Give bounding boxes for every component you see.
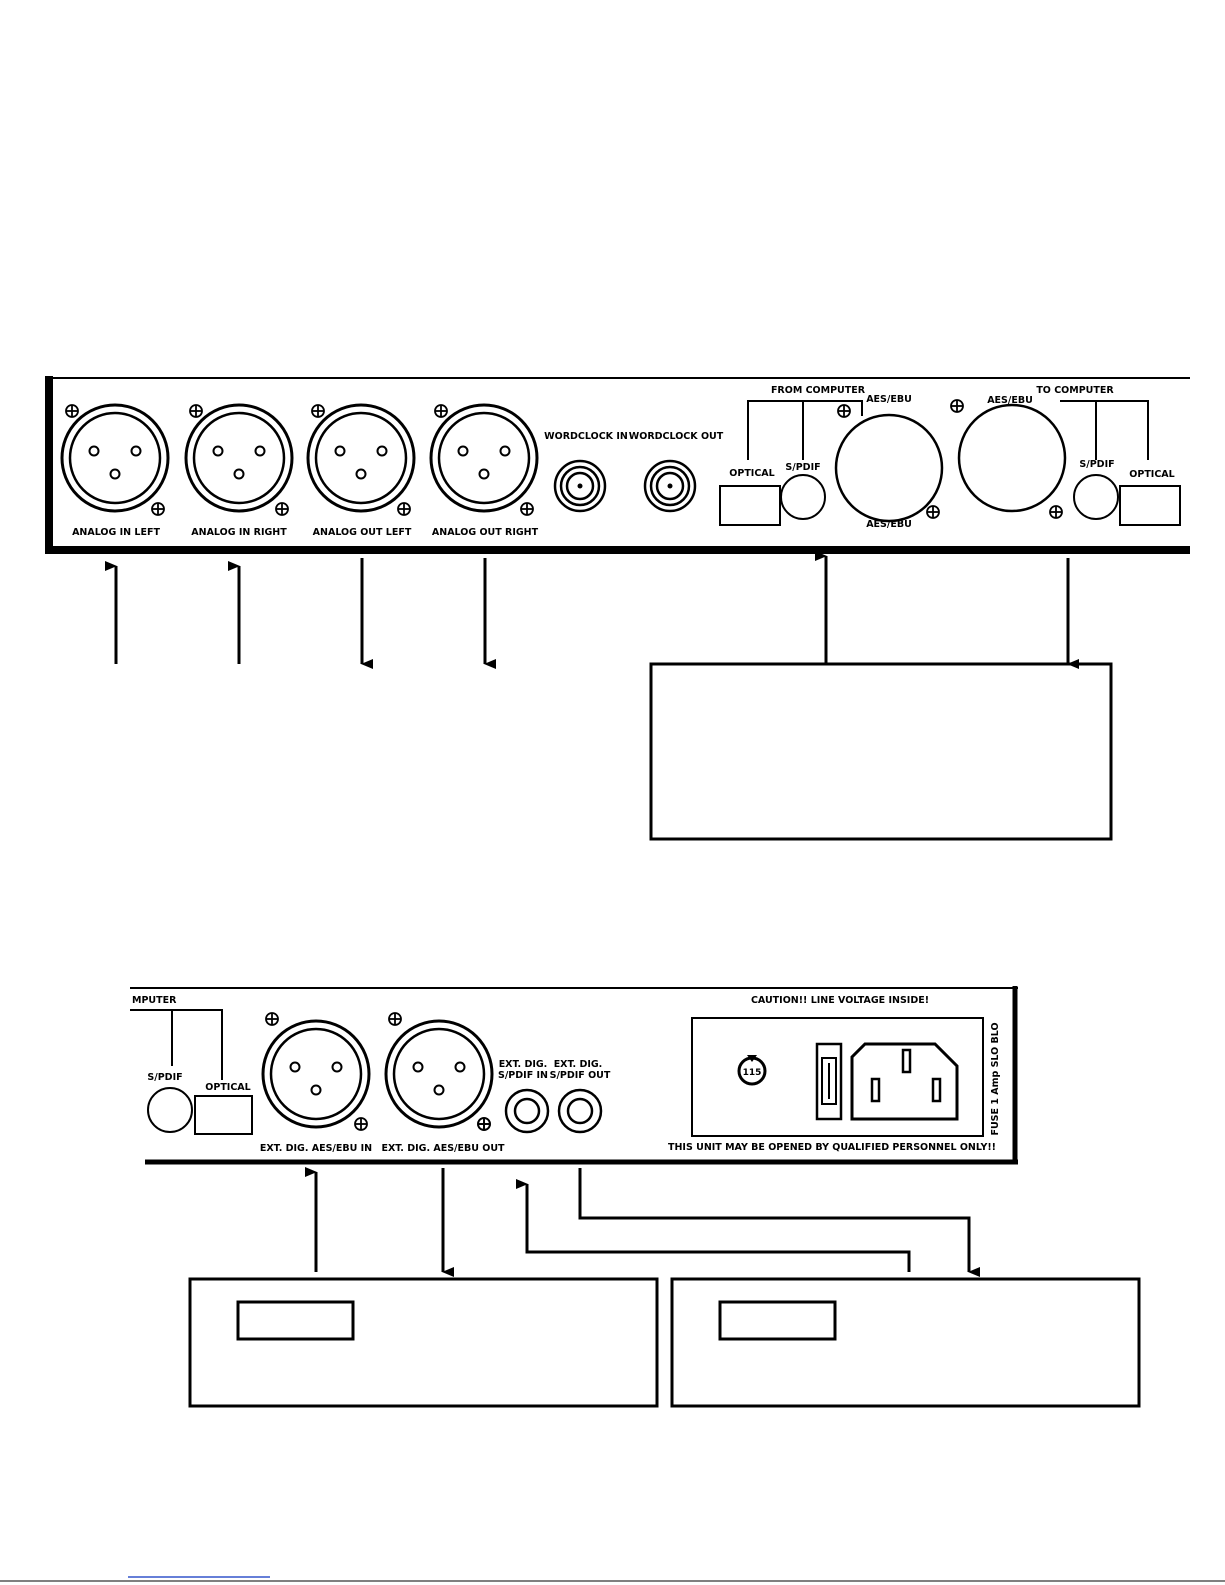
wordclock-in-connector: WORDCLOCK IN [544,431,628,513]
upper-signal-arrows [105,551,1079,669]
external-aes-device-display [236,1300,355,1341]
qualified-personnel-notice: THIS UNIT MAY BE OPENED BY QUALIFIED PER… [668,1142,996,1153]
fuse-holder-icon [815,1042,843,1121]
svg-text:115: 115 [743,1068,762,1078]
lower-spdif-label: S/PDIF [147,1072,182,1083]
external-spdif-device-display [718,1300,837,1341]
ext-aes-out-label: EXT. DIG. AES/EBU OUT [381,1143,505,1154]
from-aes-top-label: AES/EBU [866,394,912,405]
voltage-selector-icon: 115 [737,1055,767,1086]
ext-spdif-out-label-1: EXT. DIG. [554,1059,603,1070]
from-spdif-label: S/PDIF [785,462,820,473]
analog-in-left-label: ANALOG IN LEFT [72,527,160,538]
fuse-rating-label: FUSE 1 Amp SLO BLO [990,1022,1001,1135]
to-spdif-port [1073,474,1119,520]
power-section: CAUTION!! LINE VOLTAGE INSIDE! 115 FUSE … [668,995,1001,1153]
ext-aes-out-connector: EXT. DIG. AES/EBU OUT [381,1012,505,1154]
power-inlet-icon [850,1042,959,1121]
from-aes-port [834,413,944,523]
external-spdif-device [670,1277,1141,1408]
lower-optical-label: OPTICAL [205,1082,250,1093]
computer-box [649,662,1113,841]
to-spdif-label: S/PDIF [1079,459,1114,470]
wordclock-out-label: WORDCLOCK OUT [629,431,724,442]
ext-spdif-in-connector: EXT. DIG. S/PDIF IN [498,1059,550,1134]
to-aes-port [957,403,1067,513]
analog-out-left-label: ANALOG OUT LEFT [313,527,412,538]
from-computer-group: FROM COMPUTER OPTICAL S/PDIF AES/EBU AES… [719,385,944,530]
ext-spdif-in-label-2: S/PDIF IN [498,1070,548,1081]
power-inlet-plate [691,1017,984,1137]
analog-in-right-connector: ANALOG IN RIGHT [184,403,294,538]
ext-spdif-out-label-2: S/PDIF OUT [550,1070,611,1081]
ext-spdif-out-connector: EXT. DIG. S/PDIF OUT [550,1059,611,1134]
to-optical-port [1119,485,1181,526]
wordclock-in-label: WORDCLOCK IN [544,431,628,442]
lower-computer-partial-label: MPUTER [132,995,177,1006]
ext-aes-in-connector: EXT. DIG. AES/EBU IN [260,1012,372,1154]
analog-in-left-connector: ANALOG IN LEFT [60,403,170,538]
wordclock-out-connector: WORDCLOCK OUT [629,431,724,513]
ext-spdif-in-label-1: EXT. DIG. [499,1059,548,1070]
lower-spdif-port [147,1087,193,1133]
external-aes-device [188,1277,659,1408]
lower-rear-panel: MPUTER S/PDIF OPTICAL EXT. DIG. AES/EBU … [130,986,1018,1165]
from-optical-label: OPTICAL [729,468,774,479]
lower-computer-group: MPUTER S/PDIF OPTICAL [130,995,253,1135]
to-aes-label: AES/EBU [987,395,1033,406]
from-optical-port [719,485,781,526]
analog-out-right-label: ANALOG OUT RIGHT [432,527,539,538]
lower-optical-port [194,1095,253,1135]
analog-in-right-label: ANALOG IN RIGHT [191,527,287,538]
from-computer-header: FROM COMPUTER [771,385,866,396]
upper-rear-panel: ANALOG IN LEFT ANALOG IN RIGHT ANALOG OU… [45,376,1190,554]
to-computer-group: TO COMPUTER AES/EBU S/PDIF OPTICAL [950,385,1181,526]
from-spdif-port [780,474,826,520]
analog-out-right-connector: ANALOG OUT RIGHT [429,403,539,538]
lower-signal-arrows [305,1167,980,1277]
to-computer-header: TO COMPUTER [1036,385,1114,396]
ext-aes-in-label: EXT. DIG. AES/EBU IN [260,1143,372,1154]
analog-out-left-connector: ANALOG OUT LEFT [306,403,416,538]
from-aes-bottom-label: AES/EBU [866,519,912,530]
caution-label: CAUTION!! LINE VOLTAGE INSIDE! [751,995,929,1006]
to-optical-label: OPTICAL [1129,469,1174,480]
